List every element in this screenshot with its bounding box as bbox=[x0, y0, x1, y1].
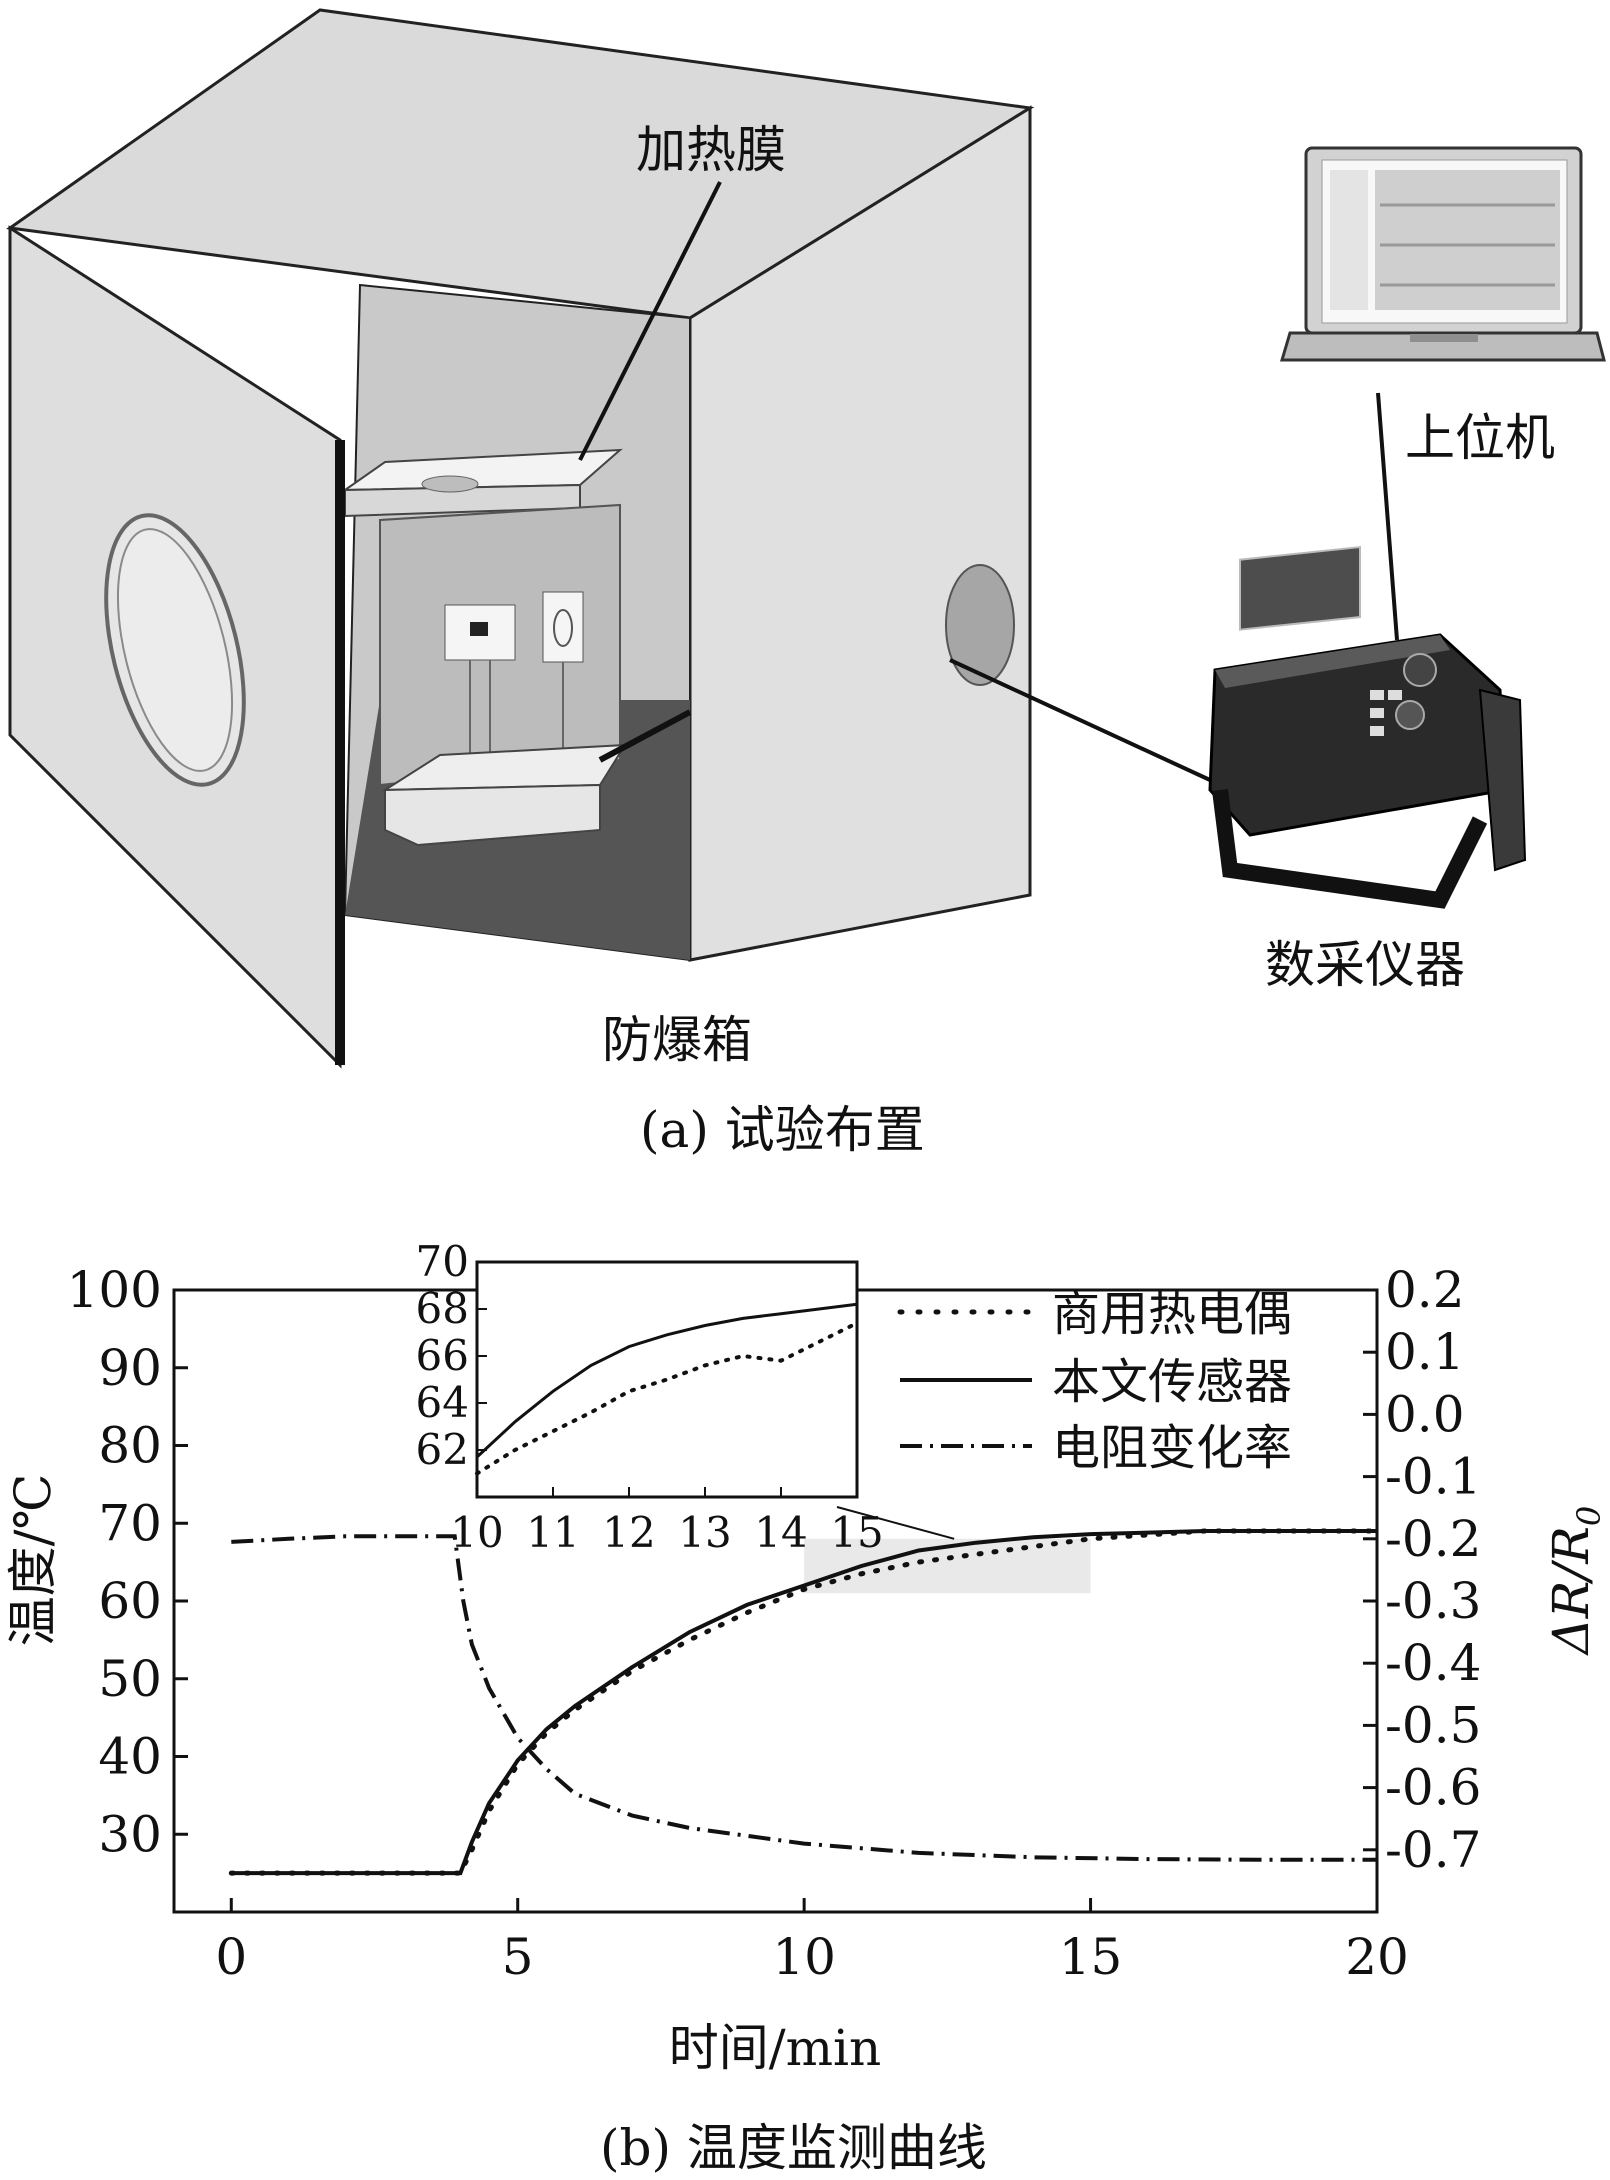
inset-x-tick-label: 14 bbox=[754, 1508, 807, 1557]
y2-tick-label: -0.5 bbox=[1385, 1696, 1481, 1754]
y2-tick-label: -0.7 bbox=[1385, 1821, 1481, 1879]
x-tick-label: 20 bbox=[1345, 1928, 1409, 1986]
inset-y-tick-label: 62 bbox=[416, 1425, 469, 1474]
legend-label-thermocouple: 商用热电偶 bbox=[1052, 1286, 1292, 1342]
legend-label-resistance: 电阻变化率 bbox=[1052, 1420, 1292, 1476]
explosion-box-label: 防爆箱 bbox=[602, 1011, 752, 1069]
y-tick-label: 90 bbox=[98, 1339, 162, 1397]
inset-x-tick-label: 10 bbox=[450, 1508, 503, 1557]
y-tick-label: 50 bbox=[98, 1650, 162, 1708]
zoom-connector-line bbox=[836, 1506, 955, 1540]
caption-b: (b) 温度监测曲线 bbox=[600, 2119, 987, 2177]
inset-series-group bbox=[475, 1302, 859, 1476]
inset-y-tick-label: 70 bbox=[416, 1237, 469, 1286]
series-line-2 bbox=[231, 1534, 1377, 1862]
inset-series-line-0 bbox=[475, 1302, 858, 1459]
setup-illustration bbox=[5, 8, 1606, 1069]
inset-series-line-1 bbox=[475, 1321, 859, 1476]
daq-label: 数采仪器 bbox=[1265, 936, 1465, 994]
y2-tick-label: -0.1 bbox=[1385, 1448, 1481, 1506]
y-tick-label: 40 bbox=[98, 1728, 162, 1786]
daq-instrument-icon bbox=[1208, 545, 1527, 909]
y2-tick-label: -0.2 bbox=[1385, 1510, 1481, 1568]
y2-tick-label: 0.2 bbox=[1385, 1261, 1465, 1319]
inset-y-tick-label: 68 bbox=[416, 1284, 469, 1333]
sample-tray-front bbox=[384, 783, 601, 847]
thermocouple-chip bbox=[542, 591, 584, 663]
y-tick-label: 60 bbox=[98, 1572, 162, 1630]
legend-label-sensor: 本文传感器 bbox=[1052, 1354, 1292, 1410]
x-tick-label: 10 bbox=[772, 1928, 836, 1986]
y2-tick-label: 0.0 bbox=[1385, 1385, 1465, 1443]
x-axis-label: 时间/min bbox=[669, 2019, 881, 2077]
x-tick-label: 5 bbox=[502, 1928, 534, 1986]
inset-x-tick-label: 13 bbox=[678, 1508, 731, 1557]
inset-x-tick-label: 15 bbox=[830, 1508, 883, 1557]
y-tick-label: 70 bbox=[98, 1494, 162, 1552]
inset-y-tick-label: 66 bbox=[416, 1331, 469, 1380]
inset-x-tick-label: 12 bbox=[602, 1508, 655, 1557]
y2-tick-label: 0.1 bbox=[1385, 1323, 1465, 1381]
y-tick-label: 30 bbox=[98, 1805, 162, 1863]
inset-y-tick-label: 64 bbox=[416, 1378, 469, 1427]
y-tick-label: 100 bbox=[67, 1261, 162, 1319]
main-series-group bbox=[228, 1528, 1380, 1876]
y-axis-right-label: ΔR/R0 bbox=[1542, 1506, 1608, 1657]
box-side-window bbox=[945, 564, 1015, 686]
x-tick-label: 15 bbox=[1059, 1928, 1123, 1986]
series-line-1 bbox=[231, 1529, 1377, 1876]
y2-tick-label: -0.6 bbox=[1385, 1759, 1481, 1817]
y2-tick-label: -0.4 bbox=[1385, 1634, 1481, 1692]
x-tick-label: 0 bbox=[215, 1928, 247, 1986]
host-pc-label: 上位机 bbox=[1405, 409, 1555, 467]
y2-tick-label: -0.3 bbox=[1385, 1572, 1481, 1630]
laptop-icon bbox=[1279, 146, 1606, 362]
y-axis-left-label: 温度/℃ bbox=[4, 1474, 62, 1647]
legend: 商用热电偶 本文传感器 电阻变化率 bbox=[897, 1286, 1292, 1476]
heating-film-label: 加热膜 bbox=[636, 121, 786, 179]
inset-x-tick-label: 11 bbox=[526, 1508, 579, 1557]
y-tick-label: 80 bbox=[98, 1417, 162, 1475]
caption-a: (a) 试验布置 bbox=[640, 1101, 925, 1159]
